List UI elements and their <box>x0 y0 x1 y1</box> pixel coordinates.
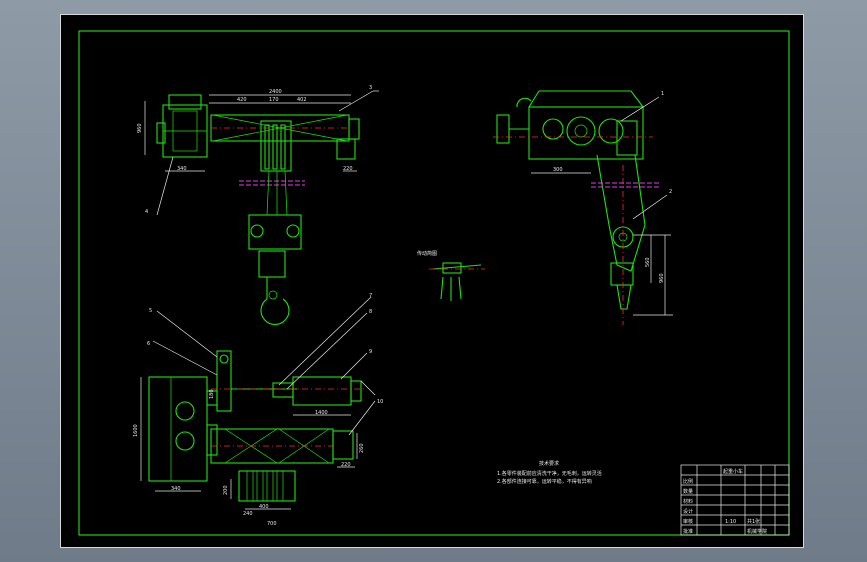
dim-drum-bottom: 700 <box>267 521 277 527</box>
leader-4: 4 <box>145 209 148 215</box>
title-block-sheet: 共1张 <box>747 518 760 525</box>
leader-10: 10 <box>377 399 383 405</box>
title-block-row5: 审核 <box>683 518 693 525</box>
leader-8: 8 <box>369 309 372 315</box>
title-block-row4: 设计 <box>683 508 693 515</box>
plan-view <box>140 296 376 510</box>
dim-top-left: 420 <box>237 97 247 103</box>
title-block-row3: 材料 <box>683 498 693 505</box>
dim-plan-left-w: 340 <box>171 486 181 492</box>
notes-line-1: 1.各零件装配前应清洗干净，无毛刺，运转灵活 <box>497 470 602 477</box>
dim-side-bottom: 300 <box>553 167 563 173</box>
front-view <box>144 90 379 325</box>
dim-right-small: 220 <box>343 166 353 172</box>
leader-7: 7 <box>369 293 372 299</box>
dim-plan-right-w: 220 <box>341 462 351 468</box>
leader-1: 1 <box>661 91 664 97</box>
dim-left-width: 340 <box>177 166 187 172</box>
detail-label: 传动简图 <box>417 250 437 257</box>
leader-9: 9 <box>369 349 372 355</box>
title-block-school: 机械学院 <box>747 528 767 535</box>
title-block-row1: 比例 <box>683 478 693 485</box>
title-block-row2: 数量 <box>683 488 693 495</box>
dim-drum-h: 200 <box>223 485 229 495</box>
dim-side-h2: 960 <box>659 273 665 283</box>
notes-title: 技术要求 <box>539 460 559 467</box>
dim-small-v: 180 <box>209 389 215 399</box>
title-block-row6: 批准 <box>683 528 693 535</box>
dim-plan-motor: 1400 <box>315 410 328 416</box>
dim-drum-left: 240 <box>243 511 253 517</box>
notes-line-2: 2.各部件连接可靠，运转平稳，不得有异响 <box>497 478 592 485</box>
dim-drum-w: 400 <box>259 504 269 510</box>
title-block <box>680 464 790 536</box>
detail-sketch <box>429 262 485 301</box>
title-block-name: 起重小车 <box>723 468 743 475</box>
leader-2: 2 <box>669 189 672 195</box>
dim-side-h1: 560 <box>645 257 651 267</box>
leader-5: 5 <box>149 308 152 314</box>
dim-top-mid: 170 <box>269 97 279 103</box>
dim-left-height: 960 <box>137 123 143 133</box>
inner-frame <box>78 30 790 536</box>
dim-top-right: 402 <box>297 97 307 103</box>
drawing-canvas[interactable]: 2400 420 170 402 960 340 220 4 3 <box>61 15 805 549</box>
drawing-sheet: 2400 420 170 402 960 340 220 4 3 <box>60 14 804 548</box>
leader-6: 6 <box>147 341 150 347</box>
dim-top-overall: 2400 <box>269 89 282 95</box>
title-block-scale: 1:10 <box>725 519 736 525</box>
side-view <box>493 90 673 325</box>
leader-3: 3 <box>369 85 372 91</box>
dim-plan-left-h: 1600 <box>133 424 139 437</box>
dim-plan-right-h: 260 <box>359 443 365 453</box>
